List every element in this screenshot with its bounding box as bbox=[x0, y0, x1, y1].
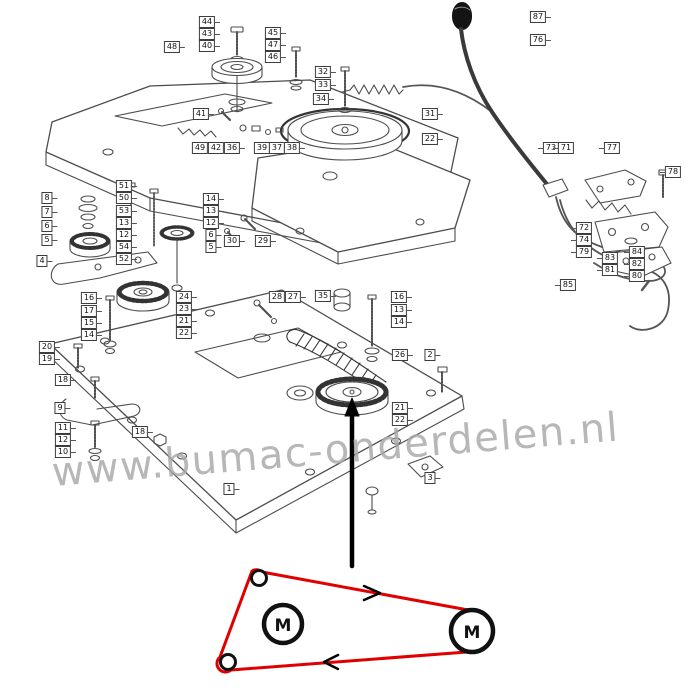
direction-arrow-left-icon bbox=[322, 653, 340, 671]
control-cable bbox=[402, 84, 493, 113]
linkage-brackets bbox=[584, 169, 672, 278]
support-bracket bbox=[50, 251, 158, 285]
small-spring bbox=[177, 127, 217, 138]
motor-pulley-label-right: M bbox=[464, 623, 481, 643]
deck-toothed-pulley bbox=[315, 376, 389, 416]
pointer-arrow bbox=[344, 397, 360, 569]
misc-hardware bbox=[59, 214, 448, 515]
belt-routing-inset: M M bbox=[215, 568, 496, 674]
gear-lever bbox=[451, 1, 569, 198]
motor-pulley-label-left: M bbox=[275, 616, 292, 636]
idler-pulley-small-bottom bbox=[219, 653, 237, 671]
spindle-pulley-stack bbox=[69, 182, 195, 312]
brake-spring bbox=[585, 199, 632, 215]
lower-mounting-plate bbox=[49, 289, 465, 534]
idler-pulley-top bbox=[211, 26, 263, 113]
direction-arrow-right-icon bbox=[362, 584, 382, 602]
motor-pulley-right bbox=[448, 607, 496, 655]
fasteners-top bbox=[177, 46, 352, 138]
idler-pulley-small-top bbox=[250, 569, 268, 587]
motor-pulley-left bbox=[261, 602, 305, 646]
engine-pulley bbox=[279, 107, 411, 161]
tension-spring bbox=[341, 84, 493, 113]
lever-knob bbox=[451, 1, 473, 31]
